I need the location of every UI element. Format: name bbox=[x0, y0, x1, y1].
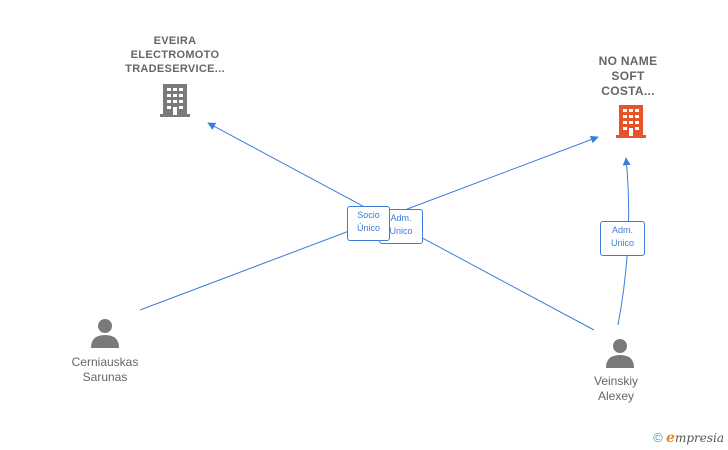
label-line: COSTA... bbox=[601, 84, 655, 98]
badge-line: Adm. bbox=[390, 213, 412, 223]
label-line: SOFT bbox=[611, 69, 645, 83]
label-line: Veinskiy bbox=[593, 374, 639, 388]
edge-badge-adm-unico-right[interactable]: Adm. Unico bbox=[600, 221, 645, 256]
label-line: Alexey bbox=[597, 389, 635, 403]
label-line: EVEIRA bbox=[153, 35, 197, 47]
brand-logo-text: mpresia bbox=[674, 431, 724, 445]
footer-brand: © empresia bbox=[653, 430, 724, 446]
badge-line: Adm. bbox=[611, 225, 633, 235]
person-label-veinskiy[interactable]: Veinskiy Alexey bbox=[566, 374, 666, 404]
badge-line: Unico bbox=[389, 226, 413, 236]
label-line: Cerniauskas bbox=[71, 355, 139, 369]
company-label-noname[interactable]: NO NAME SOFT COSTA... bbox=[578, 54, 678, 99]
label-line: Sarunas bbox=[82, 370, 128, 384]
person-icon bbox=[606, 339, 634, 368]
person-icon bbox=[91, 319, 119, 348]
label-line: TRADESERVICE... bbox=[125, 63, 225, 75]
building-icon bbox=[160, 84, 190, 117]
badge-line: Socio bbox=[357, 210, 380, 220]
building-icon bbox=[616, 105, 646, 138]
copyright-symbol: © bbox=[653, 430, 663, 445]
edge-badge-socio-unico[interactable]: Socio Único bbox=[347, 206, 390, 241]
company-label-eveira[interactable]: EVEIRA ELECTROMOTO TRADESERVICE... bbox=[110, 34, 240, 76]
label-line: NO NAME bbox=[598, 54, 658, 68]
badge-line: Único bbox=[356, 223, 380, 233]
brand-logo-initial: e bbox=[666, 430, 675, 446]
badge-line: Unico bbox=[610, 238, 634, 248]
person-label-cerniauskas[interactable]: Cerniauskas Sarunas bbox=[50, 355, 160, 385]
label-line: ELECTROMOTO bbox=[130, 49, 220, 61]
